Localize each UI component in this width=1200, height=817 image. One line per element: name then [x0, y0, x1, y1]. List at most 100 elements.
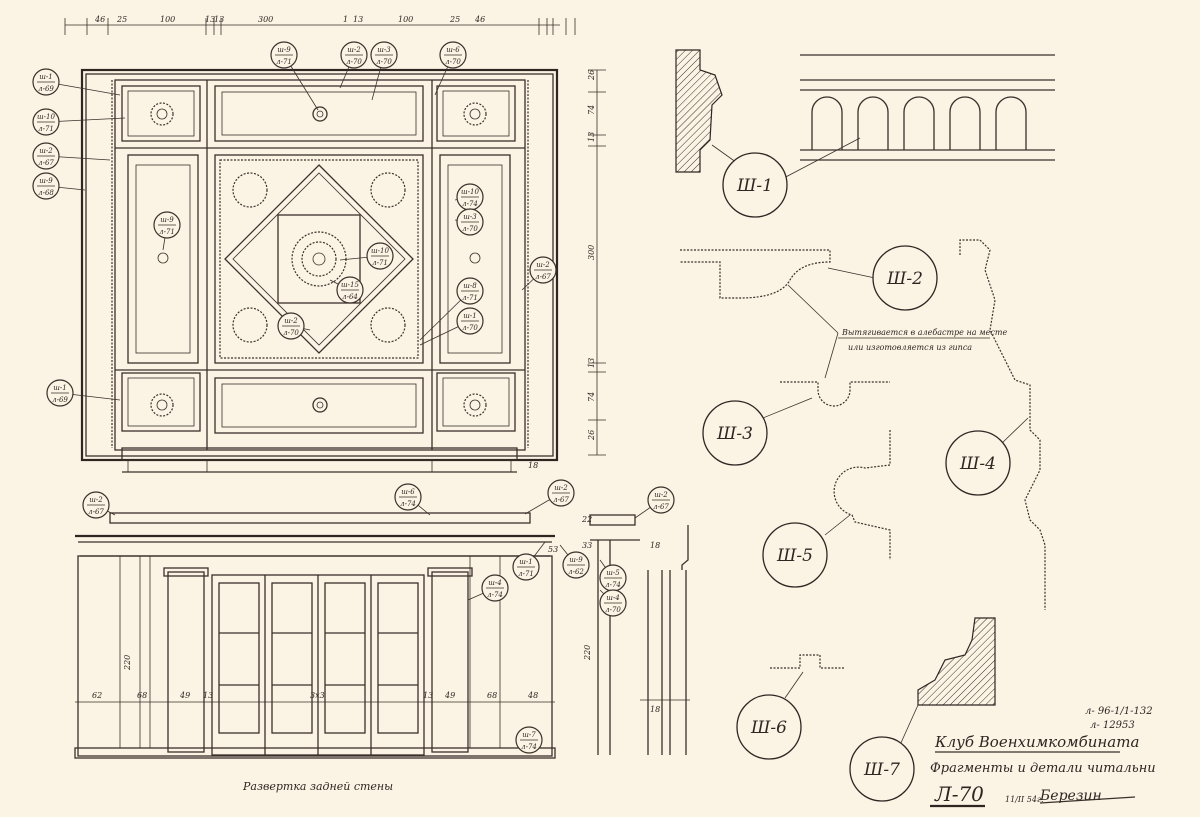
pilaster-left [167, 571, 205, 753]
dim-label: 68 [487, 691, 497, 700]
project-title: Клуб Военхимкомбината [934, 733, 1139, 751]
callout-detail-id: ш-2 [284, 317, 298, 325]
dim-label: 74 [587, 105, 596, 115]
dim-label: 18 [650, 705, 660, 714]
dim-label: 46 [94, 15, 105, 24]
drawing-reference-1: л- 96-1/1-132 [1085, 706, 1153, 717]
dim-label: 49 [444, 691, 455, 700]
profile-circle [702, 400, 768, 466]
profile-label-3: Ш-3 [702, 400, 768, 466]
dim-label: 220 [583, 645, 592, 661]
callout-detail-id: ш-9 [277, 46, 291, 54]
profile-id: Ш-5 [776, 546, 813, 566]
dim-label: 49 [179, 691, 190, 700]
profile-labels: Ш-1Ш-2Ш-3Ш-4Ш-5Ш-6Ш-7 [702, 152, 1011, 802]
profile-circle [872, 245, 938, 311]
central-rosette [291, 231, 347, 287]
dim-label: 13 [587, 132, 596, 142]
dim-label: 13 [423, 691, 433, 700]
profile-id: Ш-7 [863, 760, 900, 780]
callout-marker: ш-10л-74 [454, 183, 484, 211]
callout-detail-id: ш-10 [37, 113, 55, 121]
callout-sheet-ref: л-67 [38, 159, 54, 167]
profile-id: Ш-4 [959, 454, 996, 474]
callout-sheet-ref: л-74 [521, 743, 537, 751]
dim-label: 26 [587, 70, 596, 81]
callout-sheet-ref: л-74 [400, 500, 416, 508]
callout-marker: ш-6 л-70 [434, 41, 467, 96]
dim-label: 33 [582, 541, 592, 550]
callout-detail-id: ш-2 [554, 484, 568, 492]
callout-marker: ш-9л-68 [32, 172, 86, 200]
callout-detail-id: ш-2 [347, 46, 361, 54]
callout-sheet-ref: л-71 [518, 570, 534, 578]
drawing-subtitle: Фрагменты и детали читальни [930, 761, 1156, 776]
callout-marker: ш-15л-64 [329, 276, 364, 304]
callout-detail-id: ш-1 [39, 73, 52, 81]
callout-sheet-ref: л-70 [445, 58, 461, 66]
callout-marker: ш-2 л-67 [524, 479, 575, 515]
dim-label: 18 [528, 461, 538, 470]
profile-sh1-arcade [800, 54, 1055, 161]
diamond-panel [224, 164, 414, 354]
profile-details [675, 49, 1055, 746]
callout-marker: ш-4л-70 [599, 589, 627, 617]
callout-sheet-ref: л-69 [52, 396, 68, 404]
profile-circle [736, 694, 802, 760]
callout-sheet-ref: л-71 [38, 125, 54, 133]
dim-label: 25 [449, 15, 460, 24]
profile-id: Ш-1 [736, 176, 773, 196]
pilaster-right [431, 571, 469, 753]
callout-sheet-ref: л-74 [462, 200, 478, 208]
callout-sheet-ref: л-74 [487, 591, 503, 599]
callout-sheet-ref: л-64 [342, 293, 358, 301]
dim-label: 13 [353, 15, 363, 24]
callout-detail-id: ш-2 [39, 147, 53, 155]
callout-marker: ш-1 л-69 [32, 68, 121, 96]
drawing-reference-2: л- 12953 [1090, 720, 1135, 731]
dim-label: 100 [160, 15, 175, 24]
callout-detail-id: ш-4 [606, 594, 619, 602]
callout-marker: ш-2л-67 [521, 256, 557, 291]
callout-detail-id: ш-1 [519, 558, 532, 566]
profile-circle [762, 522, 828, 588]
callout-detail-id: ш-2 [89, 496, 103, 504]
callout-marker: ш-4л-74 [467, 574, 509, 602]
dim-label: 22 [581, 515, 592, 524]
callout-sheet-ref: л-70 [462, 324, 478, 332]
callout-sheet-ref: л-69 [38, 85, 54, 93]
callout-detail-id: ш-9 [569, 556, 583, 564]
callout-sheet-ref: л-71 [462, 294, 478, 302]
callout-detail-id: ш-6 [446, 46, 460, 54]
callout-sheet-ref: л-71 [276, 58, 292, 66]
dim-label: 300 [587, 245, 596, 260]
profile-label-6: Ш-6 [736, 694, 802, 760]
callout-sheet-ref: л-67 [553, 496, 569, 504]
dim-label: 25 [116, 15, 127, 24]
callout-marker: ш-3л-70 [370, 41, 398, 101]
height-dim: 220 [123, 655, 132, 671]
profile-sh4-section [959, 239, 1046, 610]
dim-label: 3x3 [310, 691, 325, 700]
callout-marker: ш-3л-70 [454, 208, 484, 236]
callout-detail-id: ш-5 [606, 569, 620, 577]
callout-detail-id: ш-1 [53, 384, 66, 392]
profile-circle [945, 430, 1011, 496]
profile-sh7-section [917, 617, 996, 706]
profile-label-5: Ш-5 [762, 522, 828, 588]
profile-label-7: Ш-7 [849, 736, 915, 802]
profile-sh1-section [675, 49, 723, 173]
dim-label: 74 [587, 392, 596, 402]
dim-label: 13 [205, 15, 215, 24]
callout-marker: ш-6л-74 [394, 483, 431, 516]
callout-marker: ш-10 л-71 [32, 108, 126, 136]
central-panel [214, 154, 424, 364]
callout-sheet-ref: л-70 [346, 58, 362, 66]
callout-marker: ш-7л-74 [515, 726, 543, 754]
callout-marker: ш-9л-62 [559, 544, 590, 579]
callout-sheet-ref: л-67 [653, 503, 669, 511]
dim-label: 18 [650, 541, 660, 550]
profile-label-4: Ш-4 [945, 430, 1011, 496]
